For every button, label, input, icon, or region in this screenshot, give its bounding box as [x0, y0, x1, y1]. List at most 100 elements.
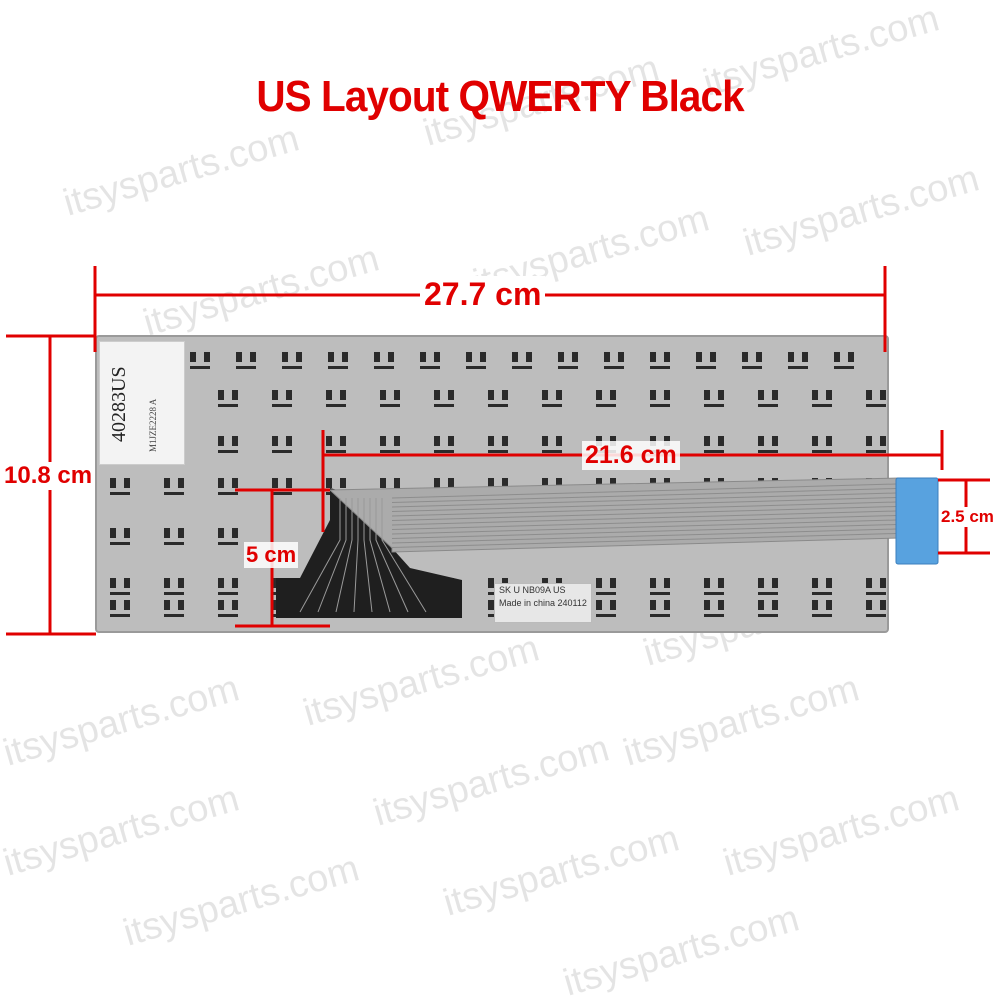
key-hole	[374, 352, 394, 369]
key-hole	[380, 478, 400, 495]
key-hole	[218, 390, 238, 407]
key-hole	[742, 352, 762, 369]
cable-trace	[391, 528, 897, 544]
key-hole	[434, 390, 454, 407]
key-hole	[758, 600, 778, 617]
cable-trace	[391, 519, 897, 535]
key-hole	[218, 478, 238, 495]
key-hole	[650, 390, 670, 407]
cable-width-label: 2.5 cm	[940, 507, 995, 527]
cable-trace	[353, 498, 359, 613]
key-hole	[218, 436, 238, 453]
key-hole	[542, 390, 562, 407]
key-hole	[812, 600, 832, 617]
key-hole	[812, 436, 832, 453]
key-hole	[704, 578, 724, 595]
key-hole	[328, 352, 348, 369]
key-hole	[236, 352, 256, 369]
key-hole	[164, 528, 184, 545]
key-hole	[758, 390, 778, 407]
cable-trace	[391, 533, 897, 548]
cable-connector	[895, 477, 939, 565]
cable-trace	[317, 498, 347, 613]
key-hole	[866, 390, 886, 407]
cable-label-line2: Made in china 240112	[499, 598, 587, 608]
key-hole	[326, 390, 346, 407]
key-hole	[596, 436, 616, 453]
key-hole	[866, 578, 886, 595]
key-hole	[190, 352, 210, 369]
key-hole	[218, 578, 238, 595]
sticker-serial: M1JZE2228 A	[148, 398, 158, 452]
key-hole	[110, 600, 130, 617]
key-hole	[704, 390, 724, 407]
key-hole	[596, 390, 616, 407]
cable-trace	[391, 488, 897, 503]
key-hole	[488, 390, 508, 407]
cable-trace	[391, 510, 897, 526]
key-hole	[650, 436, 670, 453]
cable-trace	[391, 483, 897, 499]
key-hole	[650, 578, 670, 595]
key-hole	[812, 578, 832, 595]
key-hole	[272, 436, 292, 453]
cable-length-label: 21.6 cm	[582, 441, 680, 470]
cable-trace	[363, 498, 373, 613]
key-hole	[650, 352, 670, 369]
key-hole	[488, 436, 508, 453]
cable-trace	[391, 506, 897, 521]
key-hole	[420, 352, 440, 369]
page-title: US Layout QWERTY Black	[256, 72, 744, 121]
key-hole	[650, 478, 670, 495]
key-hole	[758, 436, 778, 453]
cable-label-line1: SK U NB09A US	[499, 585, 566, 595]
key-hole	[218, 528, 238, 545]
key-hole	[866, 600, 886, 617]
key-hole	[282, 352, 302, 369]
key-hole	[434, 478, 454, 495]
key-hole	[604, 352, 624, 369]
cable-trace	[375, 498, 409, 613]
cable-trace	[391, 515, 897, 530]
cable-label: SK U NB09A US Made in china 240112	[494, 583, 592, 623]
key-hole	[218, 600, 238, 617]
cable-trace	[391, 497, 897, 512]
key-hole	[164, 578, 184, 595]
cable-trace	[299, 498, 341, 613]
cable-trace	[391, 501, 897, 517]
key-hole	[596, 578, 616, 595]
key-hole	[488, 478, 508, 495]
key-hole	[812, 390, 832, 407]
cable-offset-label: 5 cm	[244, 542, 299, 568]
key-hole	[696, 352, 716, 369]
key-hole	[326, 478, 346, 495]
key-hole	[326, 436, 346, 453]
key-hole	[110, 528, 130, 545]
cable-trace	[381, 498, 427, 613]
cable-trace	[335, 498, 353, 613]
height-dimension-label: 10.8 cm	[2, 462, 95, 490]
key-hole	[380, 390, 400, 407]
key-hole	[596, 478, 616, 495]
key-hole	[758, 578, 778, 595]
key-hole	[542, 578, 562, 595]
cable-trace	[391, 492, 897, 508]
key-hole	[488, 578, 508, 595]
ribbon-cable	[276, 477, 939, 618]
key-hole	[380, 436, 400, 453]
cable-trace	[391, 524, 897, 539]
width-dimension-label: 27.7 cm	[420, 276, 546, 313]
key-hole	[542, 478, 562, 495]
key-hole	[512, 352, 532, 369]
key-hole	[272, 478, 292, 495]
part-number-sticker: 40283US M1JZE2228 A	[99, 341, 185, 465]
part-number: 40283US	[108, 366, 130, 442]
key-hole	[110, 478, 130, 495]
key-hole	[866, 436, 886, 453]
key-hole	[650, 600, 670, 617]
key-hole	[164, 478, 184, 495]
key-hole	[164, 600, 184, 617]
key-hole	[704, 600, 724, 617]
key-hole	[834, 352, 854, 369]
